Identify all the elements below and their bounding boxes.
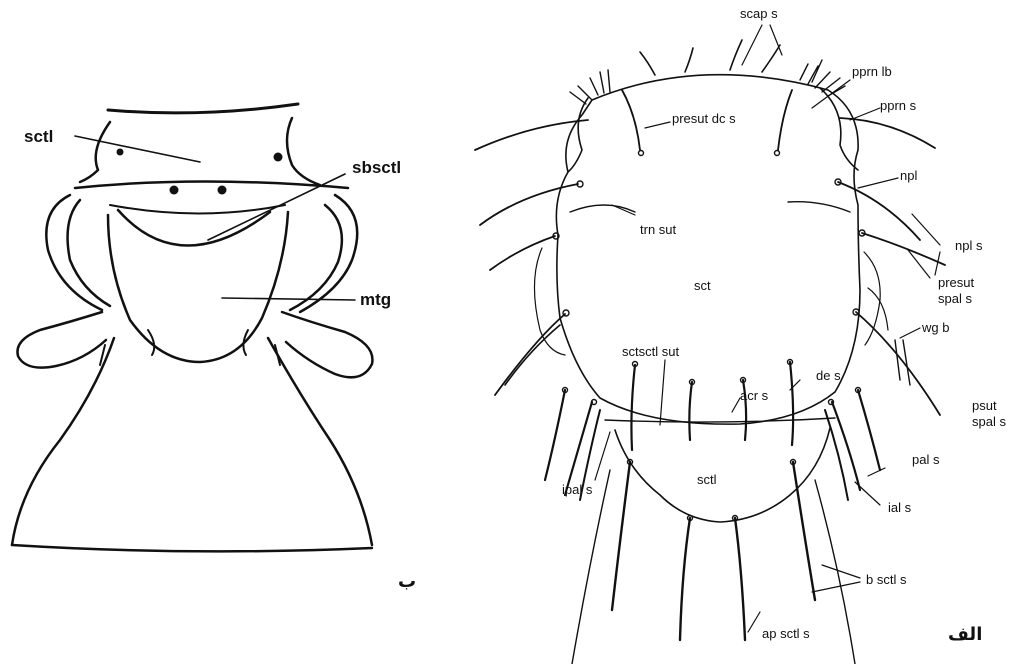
label-de-s: de s (816, 368, 841, 383)
panel-mark-b: ب (398, 571, 416, 592)
label-npl-s: npl s (955, 238, 983, 253)
label-presut: presut (938, 275, 975, 290)
label-acr-s: acr s (740, 388, 769, 403)
label-npl: npl (900, 168, 917, 183)
label-scap-s: scap s (740, 6, 778, 21)
label-wg-b: wg b (921, 320, 949, 335)
label-b-sctl-s: b sctl s (866, 572, 907, 587)
label-psut-spal-s: spal s (972, 414, 1006, 429)
label-sctsctl-sut: sctsctl sut (622, 344, 679, 359)
label-sct: sct (694, 278, 711, 293)
label-pal-s: pal s (912, 452, 940, 467)
label-sbsctl: sbsctl (352, 158, 401, 177)
label-ial-s: ial s (888, 500, 912, 515)
label-presut-spal-s: spal s (938, 291, 972, 306)
label-presut-dc-s: presut dc s (672, 111, 736, 126)
label-pprn-s: pprn s (880, 98, 917, 113)
label-ipal-s: ipal s (562, 482, 593, 497)
label-mtg: mtg (360, 290, 391, 309)
label-psut: psut (972, 398, 997, 413)
label-sctl-alef: sctl (697, 472, 717, 487)
panel-mark-alef: الف (948, 624, 982, 645)
label-sctl-b: sctl (24, 127, 53, 146)
label-pprn-lb: pprn lb (852, 64, 892, 79)
label-ap-sctl-s: ap sctl s (762, 626, 810, 641)
figure-b-drawing (12, 104, 372, 551)
label-trn-sut: trn sut (640, 222, 677, 237)
